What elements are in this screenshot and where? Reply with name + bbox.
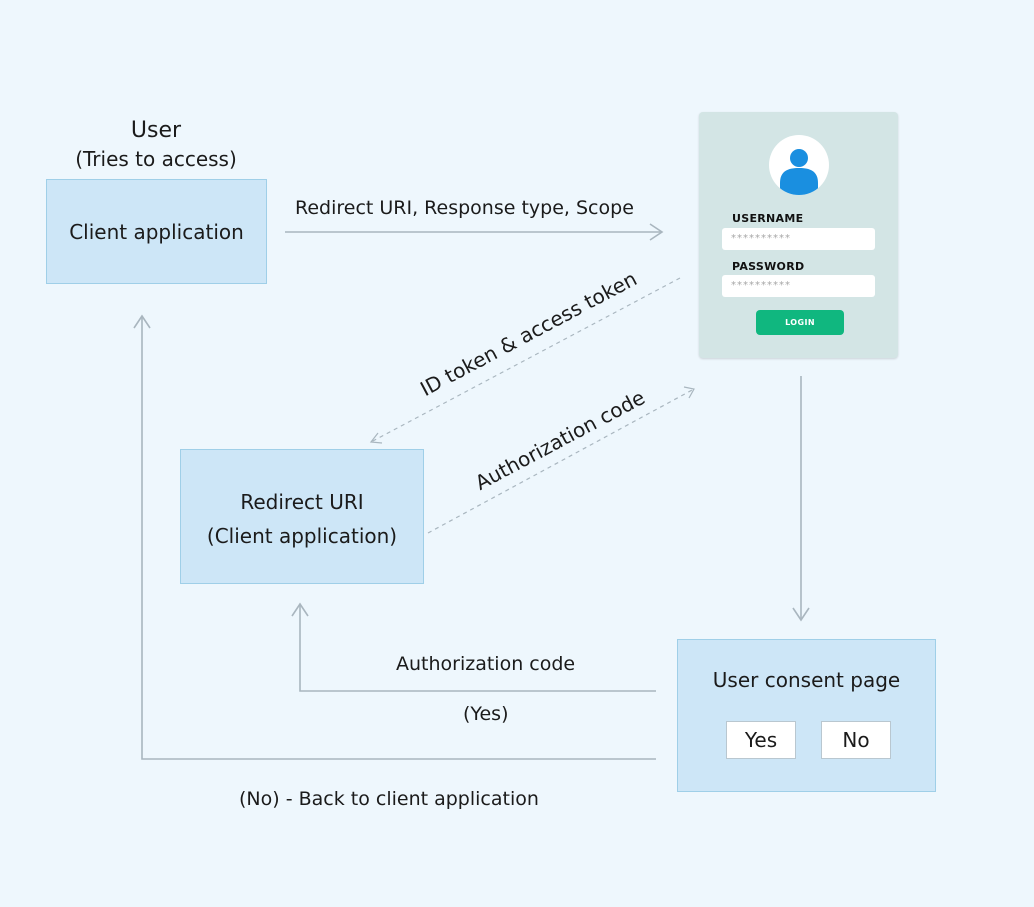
arrowhead-id-token [369, 432, 383, 444]
arrow-id-token [370, 277, 681, 443]
arrowhead-yes-path [291, 602, 309, 617]
user-avatar-icon [769, 135, 829, 195]
redirect-uri-box: Redirect URI (Client application) [180, 449, 424, 584]
redirect-uri-sublabel: (Client application) [206, 524, 398, 548]
user-consent-title: User consent page [712, 668, 901, 692]
consent-no-button[interactable]: No [821, 721, 891, 759]
redirect-uri-label: Redirect URI [240, 490, 364, 514]
no-note-label: (No) - Back to client application [239, 788, 539, 810]
login-button[interactable]: LOGIN [756, 310, 844, 335]
auth-code-diagonal-label: Authorization code [471, 385, 649, 495]
auth-code-bottom-label: Authorization code [396, 653, 576, 675]
arrowhead-redirect-request [649, 223, 664, 241]
user-subtitle: (Tries to access) [75, 147, 237, 171]
user-consent-box: User consent page Yes No [677, 639, 936, 792]
id-access-token-label: ID token & access token [416, 266, 641, 401]
arrowhead-no-path [133, 314, 151, 329]
username-input[interactable]: ********** [722, 228, 875, 250]
client-application-box: Client application [46, 179, 267, 284]
login-card: USERNAME ********** PASSWORD ********** … [699, 112, 898, 358]
arrowhead-to-consent [792, 607, 810, 622]
password-label: PASSWORD [732, 260, 805, 273]
arrowhead-auth-code-diagonal [683, 386, 695, 399]
username-label: USERNAME [732, 212, 804, 225]
arrow-auth-code-diagonal [427, 388, 695, 534]
client-application-label: Client application [69, 220, 244, 244]
yes-note-label: (Yes) [463, 703, 509, 725]
consent-yes-button[interactable]: Yes [726, 721, 796, 759]
redirect-request-label: Redirect URI, Response type, Scope [295, 197, 634, 219]
user-title: User [130, 118, 182, 143]
arrow-yes-path [299, 604, 656, 692]
password-input[interactable]: ********** [722, 275, 875, 297]
